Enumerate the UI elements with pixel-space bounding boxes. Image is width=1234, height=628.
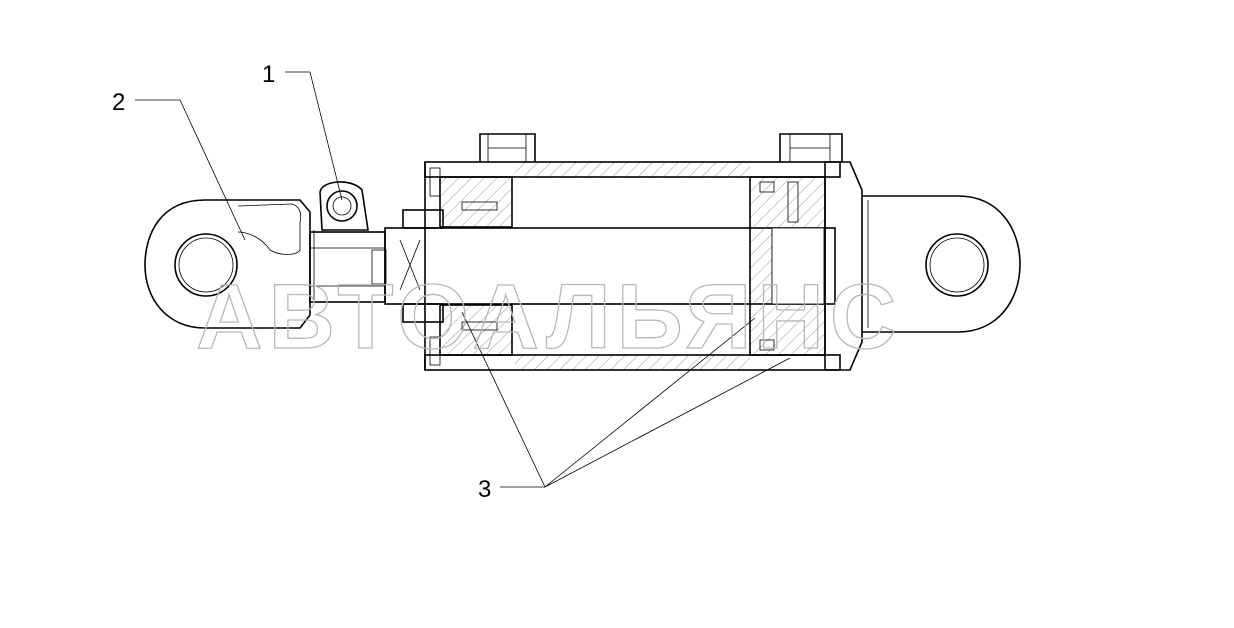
callout-1: 1 <box>262 61 343 201</box>
hydraulic-port-left <box>479 133 536 163</box>
right-clevis-eye <box>862 195 1021 333</box>
grease-fitting <box>313 181 369 300</box>
cylinder-barrel <box>424 161 841 371</box>
left-clevis-eye <box>144 199 311 329</box>
hydraulic-port-right <box>779 133 843 163</box>
callout-2: 2 <box>112 89 246 241</box>
end-cap <box>824 161 863 371</box>
rod-gland <box>402 167 513 366</box>
callout-2-label: 2 <box>112 89 125 116</box>
watermark-text: АВТОАЛЬЯНС <box>196 266 902 368</box>
callout-3: 3 <box>461 311 791 503</box>
callout-3-label: 3 <box>478 476 491 503</box>
callout-1-label: 1 <box>262 61 275 88</box>
